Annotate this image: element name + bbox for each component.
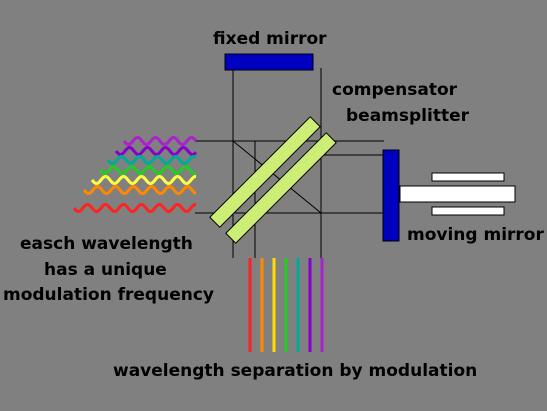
- beam-diagonal-1: [232, 140, 322, 214]
- fixed-mirror: [224, 53, 314, 71]
- wave-7: [72, 203, 196, 213]
- moving-mirror-assembly: [382, 149, 516, 242]
- wave-3: [106, 155, 197, 165]
- wave-6: [82, 185, 197, 195]
- compensator-label: compensator: [332, 80, 458, 100]
- piston-rod: [399, 185, 516, 203]
- piston-rail-bottom: [431, 206, 505, 216]
- moving-mirror-label: moving mirror: [407, 225, 544, 245]
- wave-2: [114, 146, 198, 156]
- bottom-caption: wavelength separation by modulation: [113, 361, 478, 381]
- beamsplitter-plate: [225, 132, 337, 244]
- wave-4: [98, 165, 197, 175]
- incoming-waves: [72, 136, 198, 213]
- beamsplitter-assembly: [209, 116, 337, 244]
- caption-line-3: modulation frequency: [3, 285, 214, 305]
- output-bars: [248, 258, 324, 352]
- beamsplitter-label: beamsplitter: [346, 106, 469, 126]
- wave-1: [122, 136, 198, 146]
- piston-rail-top: [431, 172, 505, 182]
- fixed-mirror-label: fixed mirror: [213, 29, 327, 49]
- caption-line-1: easch wavelength: [20, 234, 193, 254]
- caption-line-2: has a unique: [44, 260, 167, 280]
- moving-mirror: [382, 149, 400, 242]
- compensator-plate: [209, 116, 321, 228]
- wave-5: [90, 175, 196, 185]
